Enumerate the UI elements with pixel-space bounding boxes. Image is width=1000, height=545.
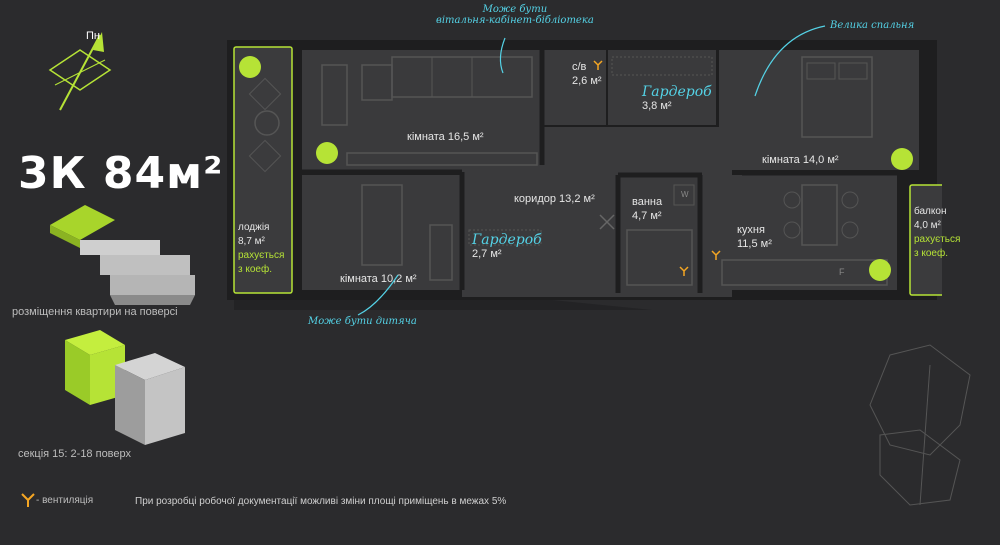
- tree-decoration: [869, 344, 971, 506]
- floor-plan: кімната 16,5 м² кімната 14,0 м² кімната …: [222, 35, 969, 310]
- room-14-label: кімната 14,0 м²: [762, 153, 839, 167]
- section-diagram: [60, 325, 190, 450]
- corridor-area: 13,2 м²: [559, 193, 595, 205]
- balcony-label: балкон 4,0 м² рахується з коеф.: [914, 205, 960, 261]
- room-10-area: 10,2 м²: [380, 273, 417, 285]
- room-10-label: кімната 10,2 м²: [340, 272, 417, 286]
- compass: Пн: [40, 30, 120, 120]
- loggia-area: 8,7 м²: [238, 236, 265, 247]
- wardrobe-2-area: 2,7 м²: [472, 248, 502, 260]
- fridge-label: F: [839, 267, 845, 277]
- wardrobe-2-label: Гардероб 2,7 м²: [472, 233, 542, 261]
- balcony-area: 4,0 м²: [914, 220, 941, 231]
- loggia-coef-line2: з коеф.: [238, 264, 272, 275]
- room-16-area: 16,5 м²: [447, 131, 484, 143]
- floor-caption: розміщення квартири на поверсі: [12, 306, 178, 318]
- washer-label: W: [681, 190, 689, 199]
- bedroom-note: Велика спальня: [830, 20, 915, 31]
- section-caption: секція 15: 2-18 поверх: [18, 448, 132, 460]
- living-room-note-line2: вітальня-кабінет-бібліотека: [436, 15, 594, 26]
- balcony-name: балкон: [914, 206, 947, 217]
- bathroom-label: ванна 4,7 м²: [632, 195, 662, 223]
- balcony-coef-line2: з коеф.: [914, 248, 948, 259]
- ventilation-icon: [20, 492, 36, 508]
- room-14-area: 14,0 м²: [802, 154, 839, 166]
- footer-note: При розробці робочої документації можлив…: [135, 496, 507, 507]
- kids-note: Може бути дитяча: [308, 316, 417, 327]
- wc-label: с/в 2,6 м²: [572, 60, 602, 88]
- bathroom-area: 4,7 м²: [632, 210, 662, 222]
- wardrobe-1-name: Гардероб: [642, 84, 712, 100]
- page-title: 3К 84м²: [18, 148, 224, 199]
- kitchen-area: 11,5 м²: [737, 238, 772, 250]
- wardrobe-2-name: Гардероб: [472, 232, 542, 248]
- room-16-label: кімната 16,5 м²: [407, 130, 484, 144]
- room-14-name: кімната: [762, 154, 800, 166]
- wardrobe-1-area: 3,8 м²: [642, 100, 672, 112]
- wardrobe-1-label: Гардероб 3,8 м²: [642, 85, 712, 113]
- corridor-name: коридор: [514, 193, 556, 205]
- bathroom-name: ванна: [632, 196, 663, 208]
- floor-placement-diagram: [40, 200, 200, 310]
- corridor-label: коридор 13,2 м²: [514, 192, 595, 206]
- compass-diamond: [48, 49, 112, 91]
- loggia-name: лоджія: [238, 222, 270, 233]
- room-16-name: кімната: [407, 131, 445, 143]
- wc-area: 2,6 м²: [572, 75, 602, 87]
- kitchen-label: кухня 11,5 м²: [737, 223, 772, 251]
- ventilation-legend-label: - вентиляція: [36, 495, 94, 506]
- loggia-label: лоджія 8,7 м² рахується з коеф.: [238, 221, 284, 277]
- living-room-note: Може бути вітальня-кабінет-бібліотека: [436, 4, 594, 26]
- balcony-coef-line1: рахується: [914, 234, 961, 245]
- wc-name: с/в: [572, 61, 587, 73]
- kitchen-name: кухня: [737, 224, 765, 236]
- loggia-coef-line1: рахується: [238, 250, 285, 261]
- living-room-note-line1: Може бути: [482, 4, 548, 15]
- compass-label: Пн: [86, 30, 100, 42]
- room-10-name: кімната: [340, 273, 378, 285]
